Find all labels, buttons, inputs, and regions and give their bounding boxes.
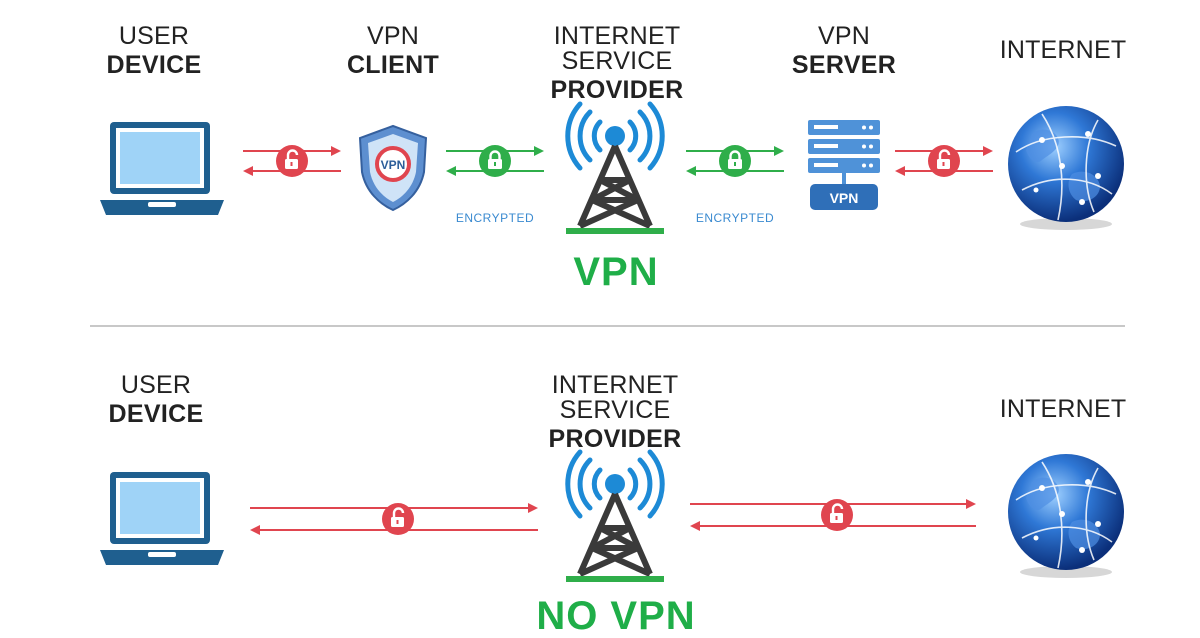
label-isp: INTERNET SERVICE PROVIDER bbox=[550, 22, 684, 104]
no-vpn-title: NO VPN bbox=[536, 594, 696, 638]
laptop-icon bbox=[100, 472, 224, 565]
svg-text:VPN: VPN bbox=[830, 190, 859, 206]
label-internet: INTERNET bbox=[999, 36, 1127, 64]
tower-icon bbox=[565, 449, 665, 582]
label-internet: INTERNET bbox=[999, 395, 1127, 423]
label-user-device: USER DEVICE bbox=[108, 371, 204, 428]
unlock-icon bbox=[276, 145, 308, 177]
shield-icon: VPN bbox=[358, 124, 428, 212]
label-vpn-server: VPN SERVER bbox=[791, 22, 897, 79]
laptop-icon bbox=[100, 122, 224, 215]
tower-icon bbox=[565, 101, 665, 234]
lock-icon bbox=[719, 145, 751, 177]
unlock-icon bbox=[382, 503, 414, 535]
encrypted-label: ENCRYPTED bbox=[455, 211, 535, 225]
svg-text:VPN: VPN bbox=[381, 158, 406, 172]
encrypted-label: ENCRYPTED bbox=[695, 211, 775, 225]
globe-icon bbox=[1008, 454, 1124, 578]
server-icon: VPN bbox=[808, 120, 880, 210]
lock-icon bbox=[479, 145, 511, 177]
label-isp: INTERNET SERVICE PROVIDER bbox=[548, 371, 682, 453]
label-vpn-client: VPN CLIENT bbox=[346, 22, 440, 79]
unlock-icon bbox=[821, 499, 853, 531]
unlock-icon bbox=[928, 145, 960, 177]
label-user-device: USER DEVICE bbox=[106, 22, 202, 79]
section-divider bbox=[90, 325, 1125, 327]
globe-icon bbox=[1008, 106, 1124, 230]
vpn-title: VPN bbox=[573, 250, 659, 294]
